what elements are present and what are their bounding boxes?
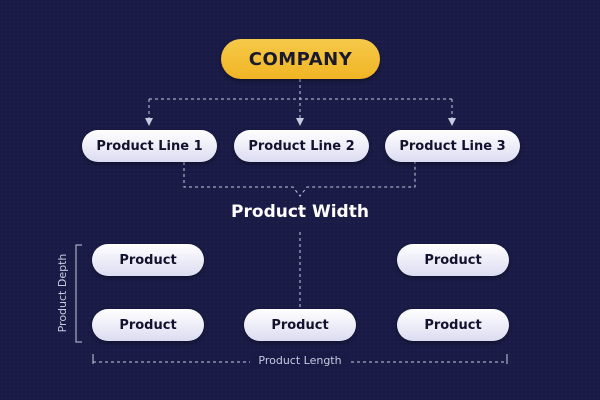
product-node-top-left: Product [92, 244, 204, 276]
product-line-3-node: Product Line 3 [385, 130, 520, 162]
product-node-top-right: Product [397, 244, 509, 276]
width-bracket [183, 162, 416, 197]
product-length-label: Product Length [250, 353, 350, 369]
product-node-bottom-middle: Product [244, 309, 356, 341]
depth-bracket [75, 244, 82, 343]
product-depth-label: Product Depth [56, 253, 69, 333]
product-line-2-node: Product Line 2 [234, 130, 369, 162]
product-node-bottom-left: Product [92, 309, 204, 341]
product-node-bottom-right: Product [397, 309, 509, 341]
company-node: COMPANY [221, 39, 380, 79]
product-width-label: Product Width [231, 202, 369, 222]
product-line-1-node: Product Line 1 [82, 130, 217, 162]
